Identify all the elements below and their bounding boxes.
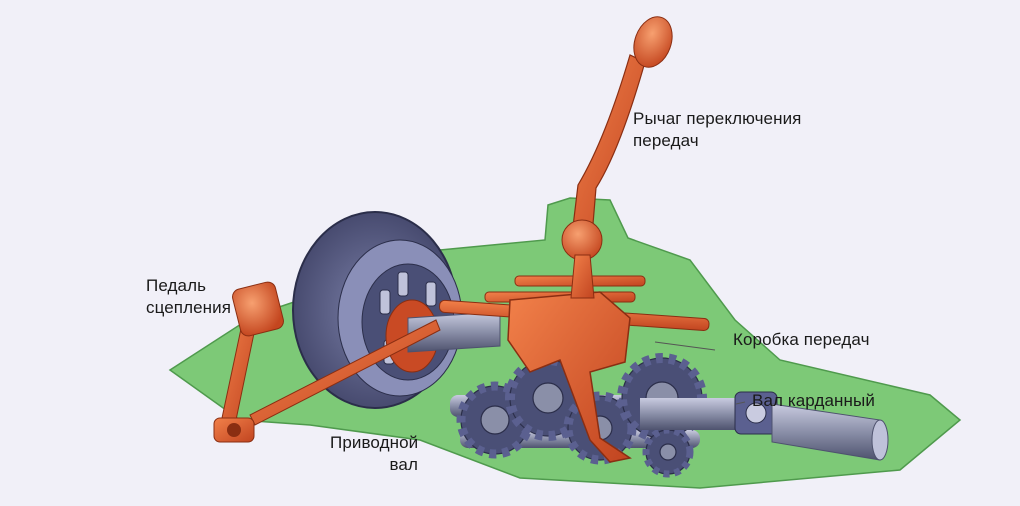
label-clutch-pedal: Педаль сцепления <box>146 276 232 317</box>
label-drive-shaft: Приводной вал <box>330 433 419 474</box>
leader-lines <box>654 341 746 405</box>
shift-lever-icon <box>561 16 673 299</box>
label-gearbox: Коробка передач <box>733 330 870 349</box>
label-propeller-shaft: Вал карданный <box>752 391 875 410</box>
cardan-joint-icon <box>640 391 889 461</box>
clutch-pedal-icon <box>213 281 441 443</box>
label-shift-lever: Рычаг переключения передач <box>633 109 802 150</box>
clutch-disc-icon <box>292 211 463 409</box>
gearbox-housing <box>507 291 632 463</box>
